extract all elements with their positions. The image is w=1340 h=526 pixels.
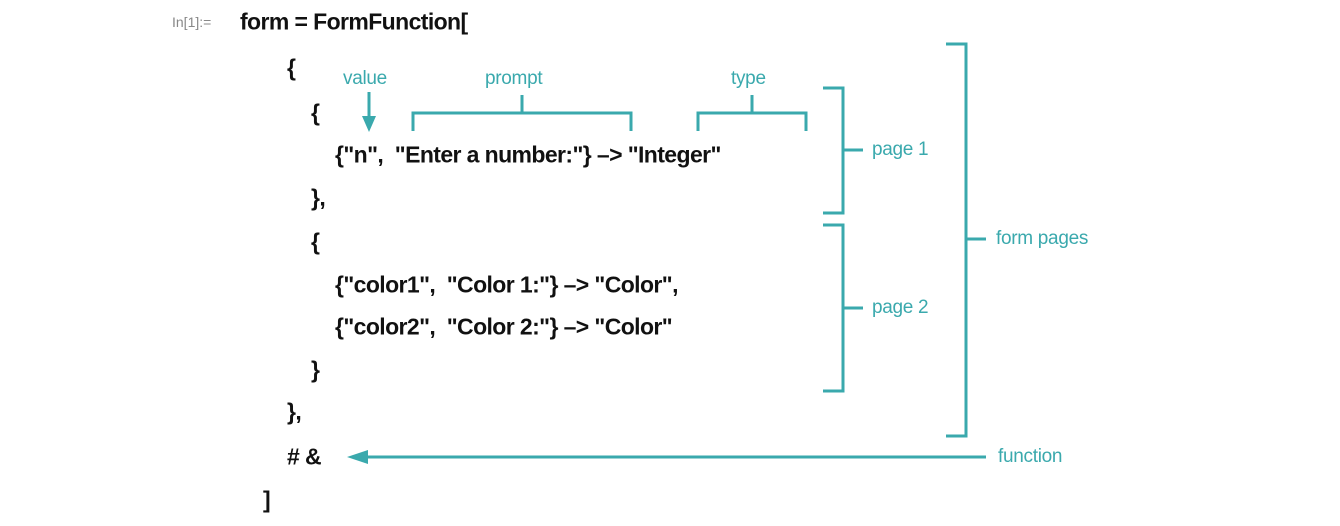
- page1-label: page 1: [872, 139, 929, 160]
- value-label: value: [343, 68, 387, 89]
- page2-bracket: [823, 223, 863, 393]
- function-label: function: [998, 446, 1063, 467]
- code-line-close-page1: },: [311, 184, 326, 211]
- prompt-bracket: [411, 95, 633, 131]
- page2-label: page 2: [872, 297, 929, 318]
- form-pages-bracket: [946, 42, 986, 438]
- form-pages-label: form pages: [996, 228, 1089, 249]
- code-line-open-list: {: [287, 54, 296, 81]
- code-line-close-list: },: [287, 398, 302, 425]
- code-line-pure-function: # &: [287, 443, 322, 470]
- prompt-label: prompt: [485, 68, 543, 89]
- code-line-field-color2: {"color2", "Color 2:"} –> "Color": [335, 313, 673, 340]
- code-line-open-page1: {: [311, 99, 320, 126]
- value-arrow: [362, 92, 376, 132]
- type-bracket: [696, 95, 808, 131]
- input-cell-label: In[1]:=: [172, 14, 212, 30]
- code-line-field-n: {"n", "Enter a number:"} –> "Integer": [335, 141, 721, 168]
- page1-bracket: [823, 86, 863, 215]
- code-line-formfunction: form = FormFunction[: [240, 8, 468, 35]
- code-line-open-page2: {: [311, 228, 320, 255]
- code-line-field-color1: {"color1", "Color 1:"} –> "Color",: [335, 271, 678, 298]
- type-label: type: [731, 68, 766, 89]
- function-arrow: [347, 450, 986, 464]
- code-line-close-page2: }: [311, 356, 320, 383]
- code-line-close-bracket: ]: [263, 486, 271, 513]
